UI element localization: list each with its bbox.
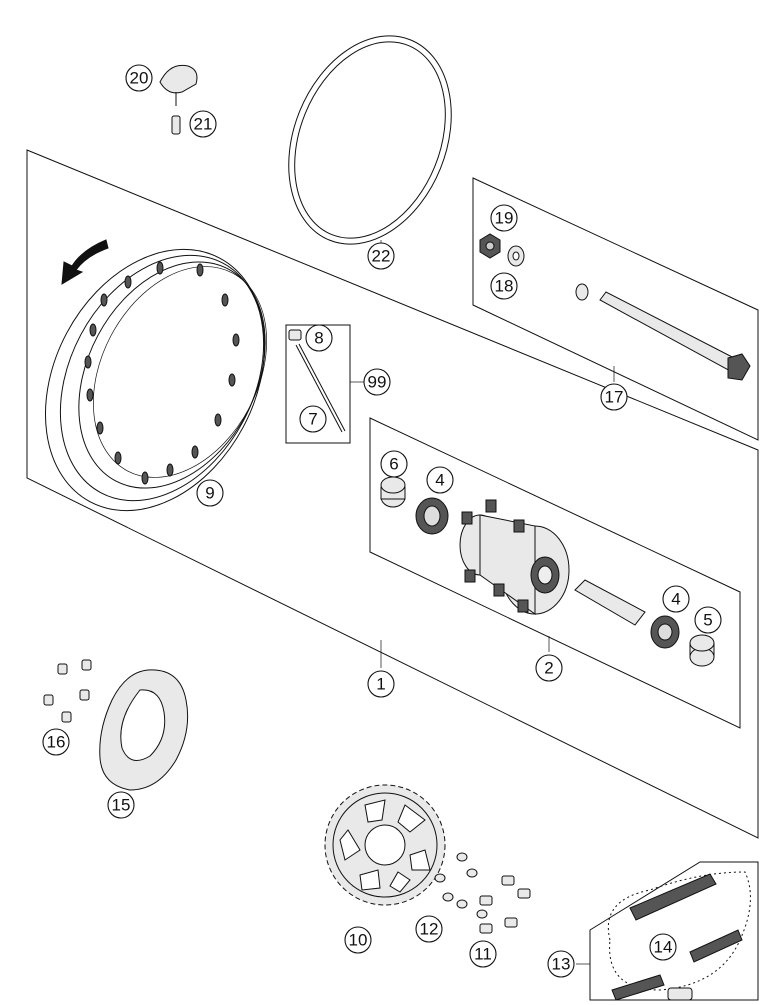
svg-text:21: 21: [194, 115, 213, 134]
svg-text:99: 99: [368, 373, 387, 392]
hub-group-frame: [369, 417, 741, 729]
callout-6: 6: [380, 450, 408, 478]
callout-20: 20: [125, 64, 153, 92]
svg-text:15: 15: [112, 796, 131, 815]
callout-11: 11: [469, 940, 497, 968]
brake-disc: [99, 669, 189, 791]
svg-text:10: 10: [349, 931, 368, 950]
callout-16: 16: [42, 728, 70, 756]
disc-bolts: [43, 659, 92, 723]
svg-text:18: 18: [495, 277, 514, 296]
callout-19: 19: [490, 204, 518, 232]
svg-text:6: 6: [389, 455, 398, 474]
svg-text:20: 20: [130, 69, 149, 88]
sprocket-cutouts: [339, 799, 431, 893]
axle-shaft: [599, 291, 751, 381]
wheel-hub: [459, 499, 570, 615]
hub-flange-tabs: [461, 499, 529, 613]
svg-text:4: 4: [435, 471, 444, 490]
callout-12: 12: [415, 915, 443, 943]
callout-15: 15: [107, 791, 135, 819]
sprocket-bolts: [479, 875, 531, 934]
hub-spacer-6: [380, 476, 406, 508]
callout-17: 17: [600, 383, 628, 411]
callout-14: 14: [649, 933, 677, 961]
callout-22: 22: [367, 242, 395, 270]
svg-text:2: 2: [544, 659, 553, 678]
svg-text:4: 4: [671, 590, 680, 609]
callout-2: 2: [535, 654, 563, 682]
callout-13: 13: [547, 950, 575, 978]
bearing-right: [650, 615, 680, 649]
svg-text:19: 19: [495, 209, 514, 228]
bearing-left: [415, 497, 449, 535]
svg-text:13: 13: [552, 955, 571, 974]
svg-text:1: 1: [376, 675, 385, 694]
sprocket-washers: [434, 852, 488, 919]
rim-spoke-holes: [84, 261, 240, 485]
callout-10: 10: [344, 926, 372, 954]
callout-4b: 4: [662, 585, 690, 613]
hub-spacer-5: [689, 634, 715, 667]
svg-text:8: 8: [314, 329, 323, 348]
callout-99: 99: [363, 368, 391, 396]
callout-8: 8: [305, 324, 333, 352]
leader-lines: [350, 240, 615, 965]
spoke: [295, 343, 346, 433]
svg-text:9: 9: [205, 484, 214, 503]
axle-nut: [479, 233, 501, 259]
svg-text:11: 11: [474, 945, 492, 964]
valve-core: [171, 115, 181, 135]
svg-text:17: 17: [605, 388, 624, 407]
valve-cap: [159, 64, 198, 106]
rear-sprocket: [324, 784, 446, 906]
axle-washer-18: [507, 245, 525, 267]
drive-chain: [607, 871, 751, 1001]
callout-1: 1: [367, 670, 395, 698]
svg-text:14: 14: [654, 938, 673, 957]
callout-5: 5: [694, 606, 722, 634]
callout-18: 18: [490, 272, 518, 300]
svg-text:7: 7: [308, 410, 317, 429]
chain-master-link: [667, 987, 693, 1001]
wheel-rim: [44, 248, 267, 512]
wheel-assembly-frame: [26, 149, 759, 839]
svg-text:5: 5: [703, 611, 712, 630]
hub-sleeve: [574, 579, 646, 626]
callout-7: 7: [299, 405, 327, 433]
svg-text:16: 16: [47, 733, 66, 752]
callout-9: 9: [196, 479, 224, 507]
svg-text:12: 12: [420, 920, 439, 939]
callout-4a: 4: [426, 466, 454, 494]
axle-spacer: [575, 283, 589, 301]
callout-21: 21: [189, 110, 217, 138]
rotation-direction-arrow-icon: [61, 239, 109, 285]
rim-band: [288, 35, 452, 245]
axle-group-frame: [472, 177, 759, 441]
svg-text:22: 22: [372, 247, 391, 266]
chain-set-frame: [589, 861, 759, 1001]
spoke-nipple: [288, 329, 302, 341]
